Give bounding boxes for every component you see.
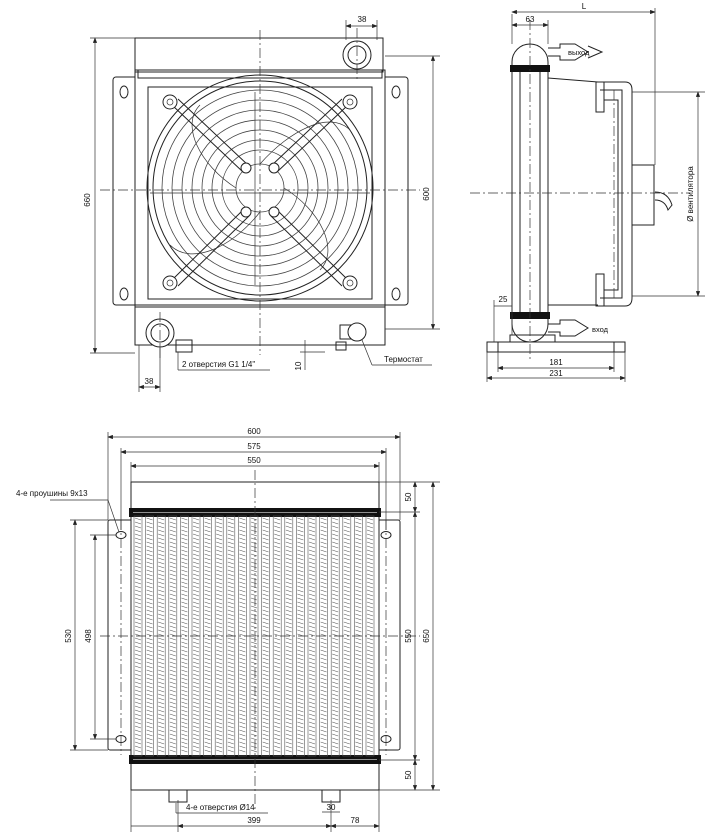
fin-corrugation xyxy=(320,517,327,753)
fin-corrugation xyxy=(274,517,281,753)
label-fan-diameter: Ø вентилятора xyxy=(686,166,695,222)
dim-25: 25 xyxy=(499,295,508,304)
label-outlets: 2 отверстия G1 1/4" xyxy=(182,360,255,369)
dim-650: 650 xyxy=(422,629,431,643)
dim-L: L xyxy=(582,2,587,11)
label-inlet: вход xyxy=(592,325,609,334)
fin-corrugation xyxy=(262,517,269,753)
dim-38-bottom: 38 xyxy=(145,377,154,386)
dim-550-top: 550 xyxy=(247,456,261,465)
dim-50-top: 50 xyxy=(404,492,413,501)
fin-corrugation xyxy=(355,517,362,753)
fin-corrugation xyxy=(308,517,316,753)
fin-corrugation xyxy=(285,517,292,753)
dim-660: 660 xyxy=(83,193,92,207)
dim-181: 181 xyxy=(549,358,563,367)
fin-corrugation xyxy=(227,517,234,753)
label-holes: 4-е отверстия Ø14 xyxy=(186,803,255,812)
dim-600: 600 xyxy=(247,427,261,436)
front-view xyxy=(90,20,440,392)
fin-corrugation xyxy=(146,517,153,753)
fin-corrugation xyxy=(181,517,188,753)
core-view xyxy=(50,432,440,832)
dim-78: 78 xyxy=(351,816,360,825)
fin-corrugation xyxy=(169,517,176,753)
dim-63: 63 xyxy=(526,15,535,24)
fin-corrugation xyxy=(204,517,211,753)
fin-corrugation xyxy=(250,517,258,753)
dim-231: 231 xyxy=(549,369,563,378)
dim-10: 10 xyxy=(294,361,303,370)
label-thermostat: Термостат xyxy=(384,355,423,364)
dim-530: 530 xyxy=(64,629,73,643)
fin-corrugation xyxy=(192,517,200,753)
fin-corrugation xyxy=(134,517,142,753)
fin-corrugation xyxy=(343,517,350,753)
dim-550-right: 550 xyxy=(404,629,413,643)
dim-575: 575 xyxy=(247,442,261,451)
dim-600: 600 xyxy=(422,187,431,201)
fin-corrugation xyxy=(332,517,339,753)
fin-corrugation xyxy=(239,517,246,753)
label-lugs: 4-е проушины 9x13 xyxy=(16,489,88,498)
fin-corrugation xyxy=(297,517,304,753)
dim-38-top: 38 xyxy=(358,15,367,24)
label-outlet: выход xyxy=(568,48,590,57)
dim-498: 498 xyxy=(84,629,93,643)
fin-corrugation xyxy=(366,517,374,753)
fin-corrugation xyxy=(216,517,223,753)
fin-corrugation xyxy=(158,517,165,753)
side-view xyxy=(470,8,705,382)
dim-399: 399 xyxy=(247,816,261,825)
dim-30: 30 xyxy=(327,803,336,812)
dim-50-bottom: 50 xyxy=(404,770,413,779)
